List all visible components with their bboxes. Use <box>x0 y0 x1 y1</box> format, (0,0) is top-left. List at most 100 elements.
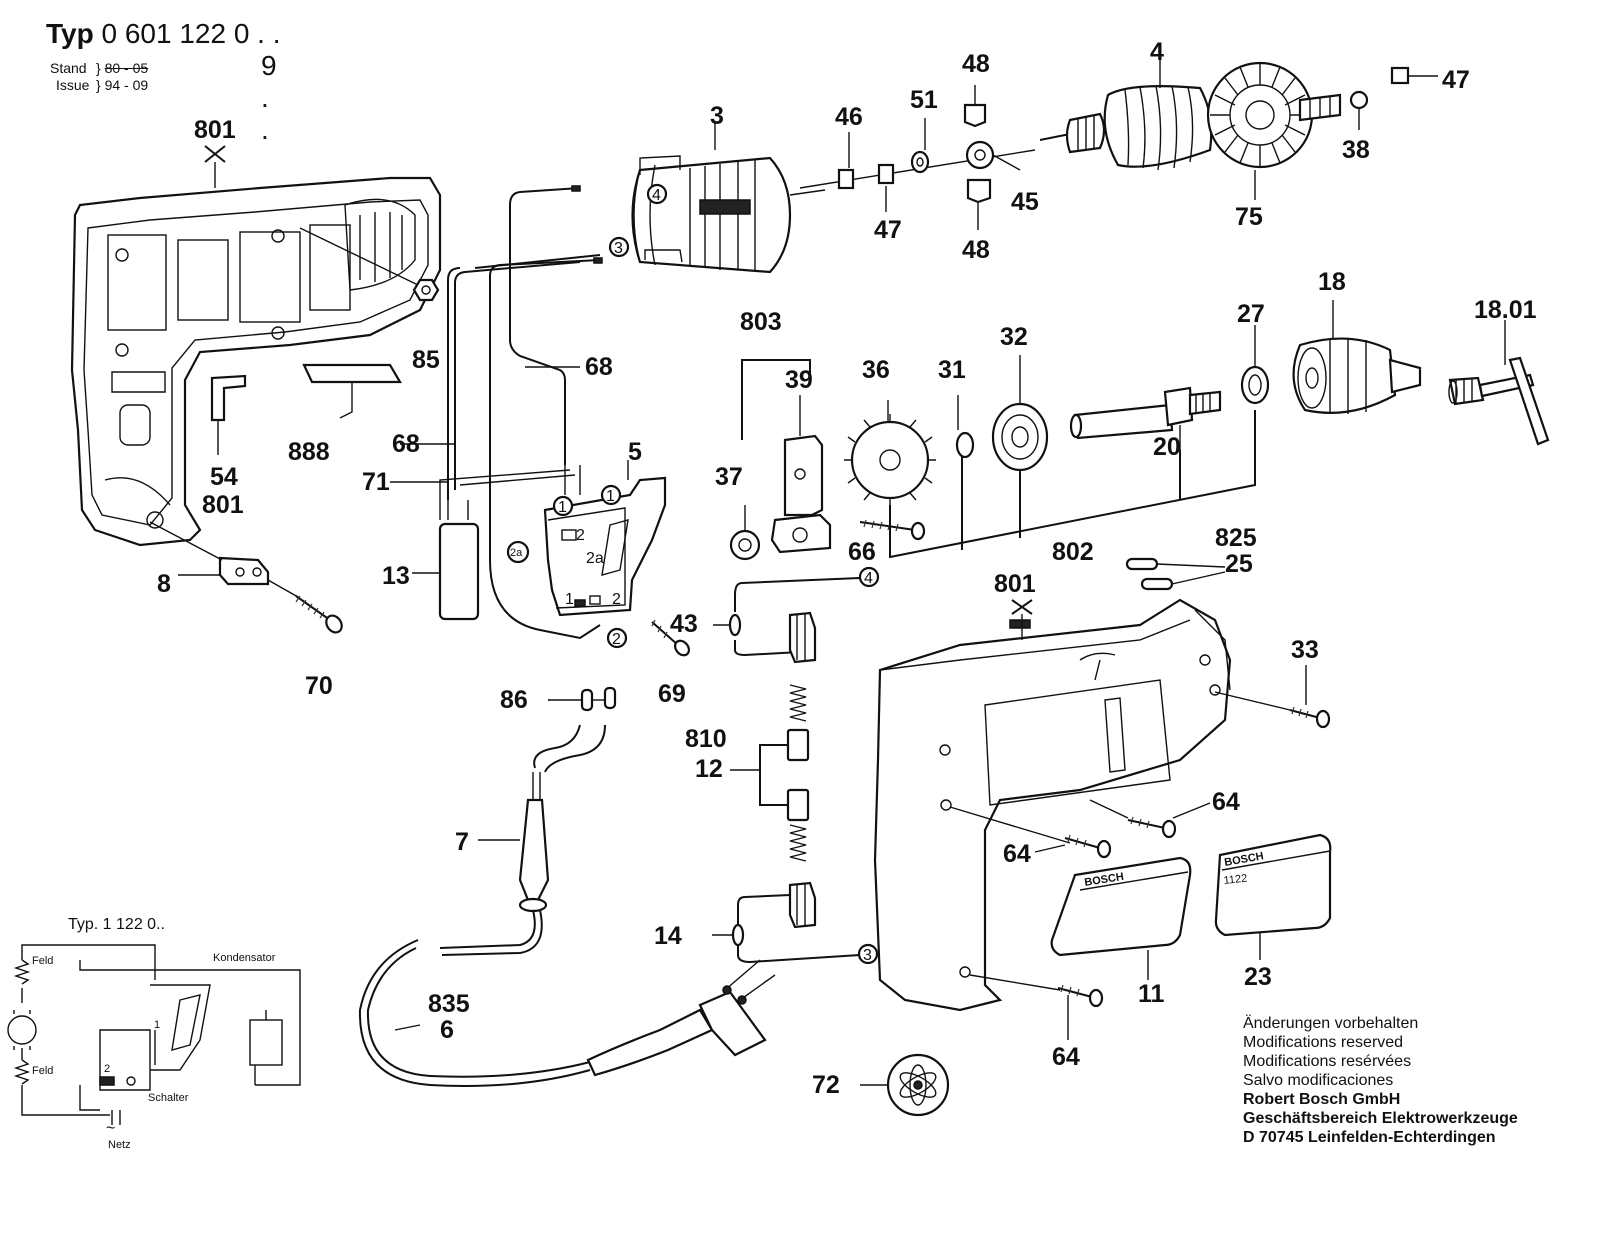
label-4: 4 <box>1150 38 1164 66</box>
label-68-upper: 68 <box>585 353 613 381</box>
header: Typ 0 601 122 0 . . 9 . . Stand} 80 - 05… <box>46 18 281 145</box>
marker-4-wire: 4 <box>864 570 873 587</box>
label-51: 51 <box>910 86 938 114</box>
label-85: 85 <box>412 346 440 374</box>
schematic-contact-2: 2 <box>104 1063 110 1075</box>
label-36: 36 <box>862 356 890 384</box>
part-37-bushing <box>729 505 761 561</box>
label-25: 25 <box>1225 550 1253 578</box>
schematic-ac-symbol: ~ <box>106 1120 115 1137</box>
note-fr: Modifications resérvées <box>1243 1053 1412 1070</box>
label-3: 3 <box>710 102 724 130</box>
label-33: 33 <box>1291 636 1319 664</box>
label-48-bottom: 48 <box>962 236 990 264</box>
label-12: 12 <box>695 755 723 783</box>
part-38-ball <box>1349 90 1369 110</box>
part-36-gear <box>844 400 936 506</box>
label-5: 5 <box>628 438 642 466</box>
label-70: 70 <box>305 672 333 700</box>
notes-block: Änderungen vorbehalten Modifications res… <box>1243 1014 1518 1147</box>
stand-label: Stand <box>50 60 87 76</box>
issue-label: Issue <box>56 77 90 93</box>
armature-pinion <box>1298 93 1342 122</box>
label-69: 69 <box>658 680 686 708</box>
part-85-nut <box>299 227 440 302</box>
part-72-sticker <box>860 1053 950 1117</box>
part-27-ring-nut <box>1240 325 1270 405</box>
part-75-fan <box>1206 61 1314 200</box>
marker-2-switch: 2 <box>612 591 621 608</box>
note-en: Modifications reserved <box>1243 1034 1404 1051</box>
label-47-left: 47 <box>874 216 902 244</box>
part-69-screw <box>651 619 690 657</box>
label-48-top: 48 <box>962 50 990 78</box>
label-54: 54 <box>210 463 238 491</box>
crossout-marks <box>204 145 1033 640</box>
part-14-brush-holder <box>712 881 861 964</box>
company-division: Geschäftsbereich Elektrowerkzeuge <box>1243 1110 1518 1127</box>
marker-1-right: 1 <box>606 488 615 505</box>
part-70-screw <box>267 579 343 634</box>
part-46-spacer <box>837 168 855 190</box>
schematic-contact-1: 1 <box>154 1019 160 1031</box>
label-14: 14 <box>654 922 682 950</box>
label-31: 31 <box>938 356 966 384</box>
wire-harness <box>439 185 603 640</box>
typ-alt-number: 9 . . <box>261 50 277 145</box>
label-46: 46 <box>835 103 863 131</box>
part-8-clip <box>149 521 270 586</box>
label-7: 7 <box>455 828 469 856</box>
issue-value: 94 - 09 <box>104 77 149 93</box>
circled-markers: 4 3 1 1 2a 2a 2 2 4 3 1 2 <box>506 183 880 965</box>
label-32: 32 <box>1000 323 1028 351</box>
part-86-connectors <box>548 686 617 712</box>
label-39: 39 <box>785 366 813 394</box>
label-11: 11 <box>1138 980 1165 1008</box>
label-64-mid: 64 <box>1003 840 1031 868</box>
label-801-mid: 801 <box>202 491 244 519</box>
company-name: Robert Bosch GmbH <box>1243 1091 1401 1108</box>
part-51-washer <box>910 150 930 174</box>
label-71: 71 <box>362 468 390 496</box>
typ-number: 0 601 122 0 . . <box>101 18 281 49</box>
schematic-feld-bottom: Feld <box>32 1065 53 1077</box>
leader-lines <box>390 118 926 1031</box>
label-801-top: 801 <box>194 116 236 144</box>
label-47-right: 47 <box>1442 66 1470 94</box>
schematic-kondensator: Kondensator <box>213 952 276 964</box>
part-43-brush-holder <box>713 577 861 664</box>
marker-2-switch-top: 2 <box>576 527 585 544</box>
part-13-capacitor <box>412 500 480 621</box>
company-address: D 70745 Leinfelden-Echterdingen <box>1243 1129 1496 1146</box>
label-810: 810 <box>685 725 727 753</box>
part-888-label <box>302 363 402 419</box>
label-13: 13 <box>382 562 410 590</box>
part-54-bracket <box>210 374 247 422</box>
part-11-nameplate: BOSCH <box>1050 856 1192 980</box>
part-825-pins <box>1125 557 1226 591</box>
label-45: 45 <box>1011 188 1039 216</box>
left-housing-half <box>70 176 442 547</box>
label-801-right: 801 <box>994 570 1036 598</box>
part-18-01-chuck-key <box>1448 320 1550 446</box>
part-45-bearing <box>965 140 1021 171</box>
marker-1-left: 1 <box>558 499 567 516</box>
label-37: 37 <box>715 463 743 491</box>
marker-2a-switch: 2a <box>586 550 604 567</box>
label-18-01: 18.01 <box>1474 296 1537 324</box>
part-31-retaining-ring <box>955 431 975 459</box>
part-66-screw <box>859 519 926 557</box>
label-27: 27 <box>1237 300 1265 328</box>
label-38: 38 <box>1342 136 1370 164</box>
part-7-cord-and-plug <box>358 724 776 1087</box>
part-47-brush-holder <box>877 163 895 185</box>
label-8: 8 <box>157 570 171 598</box>
label-888: 888 <box>288 438 330 466</box>
part-802-bracket-group <box>889 410 1256 559</box>
label-64-lower: 64 <box>1052 1043 1080 1071</box>
note-es: Salvo modificaciones <box>1243 1072 1394 1089</box>
right-housing-half <box>873 598 1232 1012</box>
wiring-schematic: Typ. 1 122 0.. Feld Feld 1 2 Schalter Ko… <box>7 916 301 1151</box>
part-48-brush-top <box>963 103 987 128</box>
